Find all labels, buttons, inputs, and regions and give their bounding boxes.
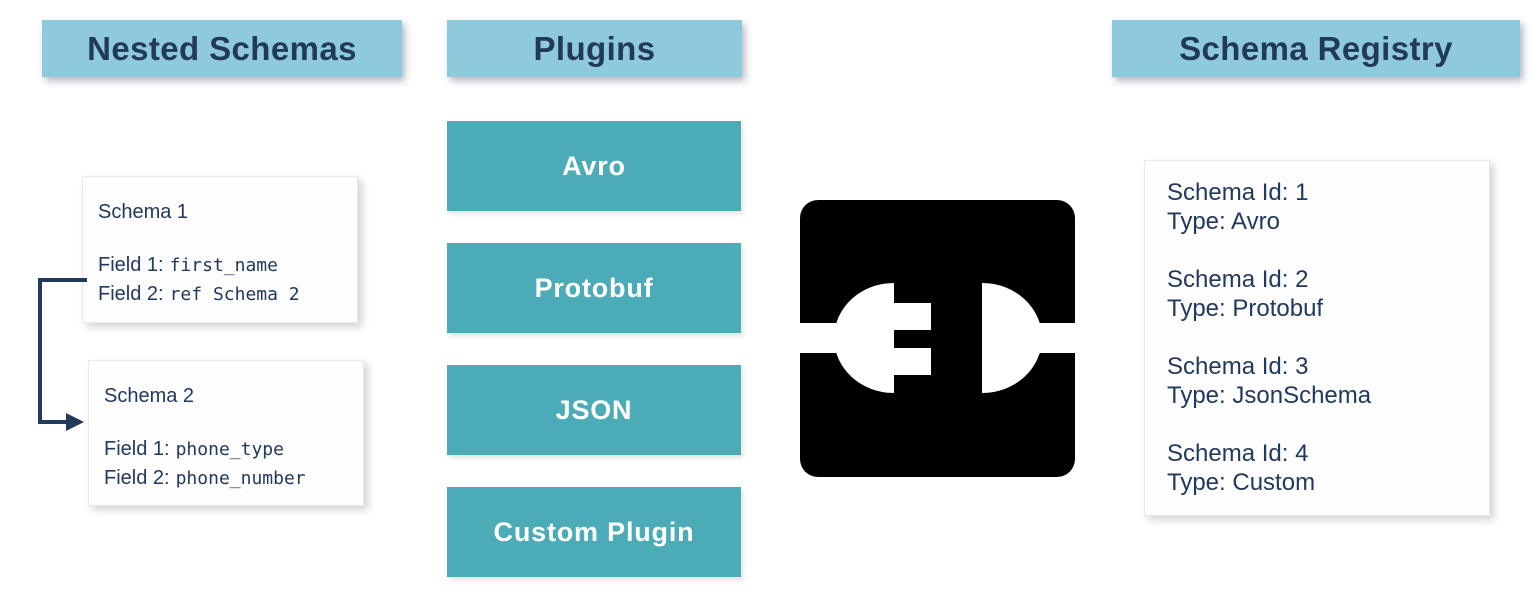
schema2-field2-label: Field 2: (104, 467, 170, 489)
schema-registry-header: Schema Registry (1112, 20, 1520, 77)
schema2-field1-value: phone_type (175, 439, 284, 460)
schema2-card: Schema 2 Field 1:phone_type Field 2:phon… (88, 360, 364, 506)
schema1-card: Schema 1 Field 1:first_name Field 2:ref … (82, 176, 358, 323)
schema1-field2-label: Field 2: (98, 283, 164, 305)
registry-entry-2-id: Schema Id: 2 (1167, 266, 1309, 293)
registry-entry-2: Schema Id: 2 Type: Protobuf (1167, 265, 1489, 323)
schema1-field1-label: Field 1: (98, 254, 164, 276)
registry-entry-3: Schema Id: 3 Type: JsonSchema (1167, 352, 1489, 410)
registry-entry-1-type: Type: Avro (1167, 208, 1280, 235)
registry-entry-3-type: Type: JsonSchema (1167, 382, 1372, 409)
schema1-field2-value: ref Schema 2 (169, 284, 300, 305)
plugin-box-custom-plugin: Custom Plugin (447, 487, 741, 577)
registry-entry-4-id: Schema Id: 4 (1167, 440, 1309, 467)
schema2-field2-value: phone_number (175, 468, 306, 489)
schema2-title: Schema 2 (104, 385, 195, 407)
schema2-field2: Field 2:phone_number (104, 464, 363, 493)
registry-entry-4: Schema Id: 4 Type: Custom (1167, 439, 1489, 497)
registry-entry-2-type: Type: Protobuf (1167, 295, 1324, 322)
schema2-field1: Field 1:phone_type (104, 435, 363, 464)
schema-ref-arrow (38, 278, 87, 431)
plugins-header: Plugins (447, 20, 742, 77)
nested-schemas-header: Nested Schemas (42, 20, 402, 77)
registry-entry-3-id: Schema Id: 3 (1167, 353, 1309, 380)
schema1-title: Schema 1 (98, 201, 189, 223)
registry-entry-1: Schema Id: 1 Type: Avro (1167, 178, 1489, 236)
registry-entry-4-type: Type: Custom (1167, 469, 1316, 496)
plugin-box-protobuf: Protobuf (447, 243, 741, 333)
registry-entry-1-id: Schema Id: 1 (1167, 179, 1309, 206)
schema1-field1-value: first_name (169, 255, 278, 276)
schema-registry-card: Schema Id: 1 Type: Avro Schema Id: 2 Typ… (1144, 160, 1490, 516)
schema2-field1-label: Field 1: (104, 438, 170, 460)
plugin-box-json: JSON (447, 365, 741, 455)
schema1-field2: Field 2:ref Schema 2 (98, 280, 357, 309)
plugin-box-avro: Avro (447, 121, 741, 211)
schema1-field1: Field 1:first_name (98, 251, 357, 280)
plug-connector-icon (800, 200, 1075, 477)
